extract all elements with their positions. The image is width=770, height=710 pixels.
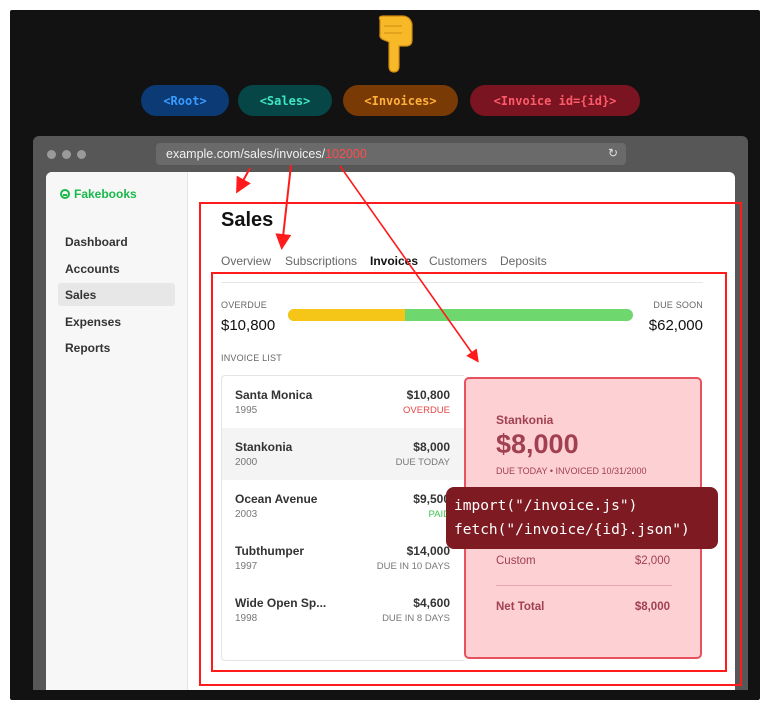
invoice-amount: $9,500 (413, 492, 450, 506)
detail-company: Stankonia (496, 413, 554, 427)
route-pill-invoices: <Invoices> (343, 85, 458, 116)
pointing-down-hand-icon (378, 15, 413, 73)
window-close-dot[interactable] (47, 150, 56, 159)
sidebar-item-accounts[interactable]: Accounts (65, 261, 120, 276)
brand-logo[interactable]: Fakebooks (60, 187, 137, 201)
route-pill-sales: <Sales> (238, 85, 332, 116)
code-callout: import("/invoice.js") fetch("/invoice/{i… (446, 487, 718, 549)
url-path: example.com/sales/invoices/ (166, 147, 326, 161)
invoice-row[interactable]: Tubthumper 1997 $14,000 DUE IN 10 DAYS (222, 532, 464, 584)
tab-deposits[interactable]: Deposits (500, 254, 547, 268)
detail-divider (496, 585, 672, 586)
due-soon-label: DUE SOON (653, 300, 703, 310)
brand-name: Fakebooks (74, 187, 137, 201)
fakebooks-logo-icon (60, 189, 70, 199)
invoice-status: DUE IN 10 DAYS (376, 561, 450, 572)
callout-import-line: import("/invoice.js") (454, 498, 638, 514)
address-bar[interactable]: example.com/sales/invoices/102000 ↻ (156, 143, 626, 165)
invoice-amount: $4,600 (413, 596, 450, 610)
invoice-row[interactable]: Ocean Avenue 2003 $9,500 PAID (222, 480, 464, 532)
invoice-name: Santa Monica (235, 388, 313, 402)
invoice-name: Tubthumper (235, 544, 305, 558)
overdue-label: OVERDUE (221, 300, 267, 310)
invoice-status: PAID (428, 509, 450, 520)
sidebar-item-dashboard[interactable]: Dashboard (65, 234, 128, 249)
reload-icon[interactable]: ↻ (607, 146, 618, 160)
invoice-status: OVERDUE (403, 405, 450, 416)
invoice-row[interactable]: Wide Open Sp... 1998 $4,600 DUE IN 8 DAY… (222, 584, 464, 636)
invoice-list-label: INVOICE LIST (221, 353, 282, 363)
invoices-route-outline (211, 272, 727, 672)
route-pill-root: <Root> (141, 85, 229, 116)
invoice-year: 2003 (235, 509, 258, 520)
invoice-name: Wide Open Sp... (235, 596, 327, 610)
invoice-list: Santa Monica 1995 $10,800 OVERDUE Stanko… (221, 375, 464, 661)
callout-fetch-line: fetch("/invoice/{id}.json") (454, 522, 690, 538)
sidebar-item-expenses[interactable]: Expenses (65, 314, 122, 329)
invoice-year: 2000 (235, 457, 258, 468)
invoice-amount: $14,000 (406, 544, 450, 558)
detail-subtitle: DUE TODAY • INVOICED 10/31/2000 (496, 466, 647, 476)
sidebar-item-sales[interactable]: Sales (58, 283, 175, 306)
invoice-status: DUE IN 8 DAYS (382, 613, 450, 624)
route-pill-invoice: <Invoice id={id}> (470, 85, 640, 116)
net-total-label: Net Total (496, 601, 545, 613)
window-minimize-dot[interactable] (62, 150, 71, 159)
invoice-amount: $8,000 (413, 440, 450, 454)
sidebar: Fakebooks Dashboard Accounts Sales Expen… (46, 172, 188, 690)
page-title: Sales (221, 209, 274, 231)
invoice-name: Ocean Avenue (235, 492, 318, 506)
net-total-value: $8,000 (634, 601, 670, 613)
invoice-status: DUE TODAY (395, 457, 450, 468)
url-invoice-id: 102000 (325, 147, 367, 161)
tab-overview[interactable]: Overview (221, 254, 272, 268)
invoice-year: 1997 (235, 561, 258, 572)
invoice-name: Stankonia (235, 440, 293, 454)
invoice-year: 1998 (235, 613, 258, 624)
invoice-row[interactable]: Santa Monica 1995 $10,800 OVERDUE (222, 376, 464, 428)
line-item-label: Custom (496, 555, 536, 567)
overdue-amount: $10,800 (221, 317, 276, 334)
due-soon-amount: $62,000 (648, 317, 703, 334)
invoice-year: 1995 (235, 405, 258, 416)
line-item-value: $2,000 (634, 555, 670, 567)
invoice-row-selected[interactable]: Stankonia 2000 $8,000 DUE TODAY (222, 428, 464, 480)
tab-subscriptions[interactable]: Subscriptions (285, 254, 358, 268)
detail-total: $8,000 (496, 429, 579, 459)
sidebar-item-reports[interactable]: Reports (65, 340, 111, 355)
invoice-amount: $10,800 (406, 388, 450, 402)
window-zoom-dot[interactable] (77, 150, 86, 159)
